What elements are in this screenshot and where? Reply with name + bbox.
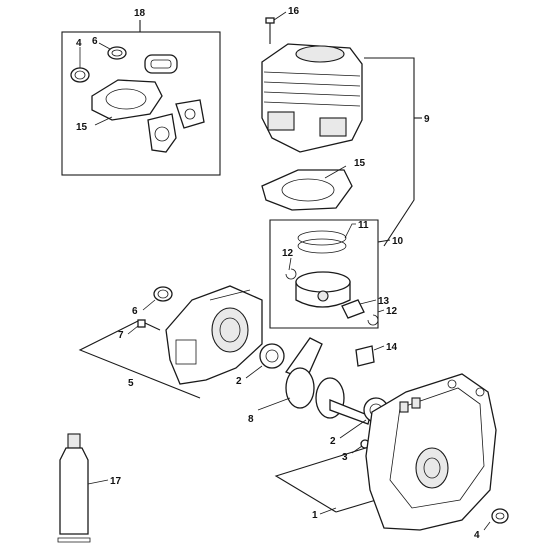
muffler-gasket-part [175, 99, 205, 129]
cylinder-screw-part [265, 11, 287, 44]
crankcase-gasket-part [91, 79, 163, 126]
gasket-kit-box [61, 20, 221, 176]
callout-labels: 18 16 4 6 15 9 15 11 12 10 13 12 6 7 14 … [76, 6, 480, 541]
piston-rings-part [297, 223, 356, 254]
callout-2b: 2 [330, 436, 336, 447]
callout-8: 8 [248, 414, 254, 425]
crankshaft-part [257, 337, 371, 425]
callout-6b: 6 [132, 306, 138, 317]
callout-18: 18 [134, 8, 146, 19]
callout-6a: 6 [92, 36, 98, 47]
callout-5: 5 [128, 378, 134, 389]
callout-4b: 4 [474, 530, 480, 541]
callout-11: 11 [358, 220, 369, 231]
seal-ring-part [98, 42, 127, 60]
callout-3: 3 [342, 452, 348, 463]
callout-9: 9 [424, 114, 430, 125]
callout-12b: 12 [386, 306, 398, 317]
piston-part [295, 271, 351, 308]
right-crankcase-bracket [274, 445, 377, 515]
left-crankcase-bracket [78, 319, 201, 399]
callout-2a: 2 [236, 376, 242, 387]
left-bearing-part [245, 343, 285, 379]
callout-17: 17 [110, 476, 122, 487]
callout-12a: 12 [282, 248, 294, 259]
needle-bearing-part [355, 345, 385, 367]
intake-gasket-part [147, 113, 177, 153]
left-seal-part [142, 286, 173, 311]
callout-4a: 4 [76, 38, 82, 49]
callout-10: 10 [392, 236, 404, 247]
circlip-part [285, 257, 385, 326]
cylinder-base-gasket-part [261, 165, 353, 211]
left-crankcase-part [165, 285, 263, 385]
callout-15b: 15 [354, 158, 366, 169]
piston-box [269, 219, 391, 329]
callout-14: 14 [386, 342, 398, 353]
left-screw-part [127, 319, 161, 335]
right-crankcase-part [365, 373, 497, 531]
callout-7: 7 [118, 330, 124, 341]
cylinder-part [261, 43, 363, 153]
callout-16: 16 [288, 6, 300, 17]
right-seal-part [483, 508, 509, 531]
grease-tube-part [57, 433, 109, 543]
callout-1: 1 [312, 510, 318, 521]
small-gasket-part [144, 54, 178, 74]
callout-13: 13 [378, 296, 390, 307]
callout-15a: 15 [76, 122, 88, 133]
cylinder-bracket-9 [364, 57, 422, 247]
oil-seal-part [70, 47, 90, 83]
piston-pin-part [341, 299, 377, 319]
